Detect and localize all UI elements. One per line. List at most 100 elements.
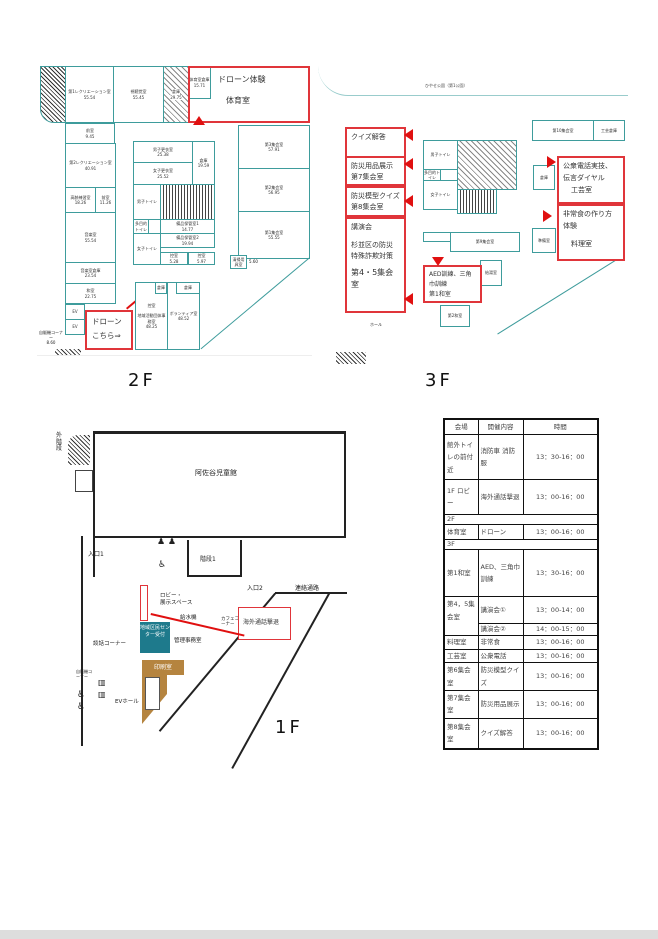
room-small	[423, 232, 451, 242]
room-label: 倉庫	[184, 285, 192, 291]
cell-content: AED、三角巾訓練	[477, 549, 524, 598]
lounge-label: 談話コーナー	[93, 641, 127, 647]
cell-venue: 料理室	[443, 635, 479, 651]
cell-time: 13：00-14：00	[522, 596, 599, 625]
divider	[37, 355, 312, 356]
box-text: AED訓練、三角	[429, 271, 472, 278]
room-label: 倉庫	[157, 285, 165, 291]
display-space-box	[140, 585, 148, 621]
box-text: 防災用品展示	[351, 162, 393, 170]
cell-content: クイズ解答	[477, 717, 524, 750]
room-label: 体育室倉庫	[189, 77, 210, 83]
room-area: 48.52	[177, 316, 190, 321]
room-label: 倉庫	[199, 157, 208, 163]
room-label: 前室	[101, 194, 110, 200]
box-disaster-goods: 防災用品展示第7集会室	[345, 156, 406, 186]
room-jidokan	[93, 431, 346, 538]
box-text: 伝言ダイヤル	[563, 173, 605, 182]
gym-room-label: 体育室	[226, 95, 250, 105]
page-bottom-bar	[0, 930, 658, 939]
cell-venue: 館外トイレの前付近	[443, 434, 479, 481]
toilet-icon: ▥▥	[98, 678, 106, 699]
box-text: 講演会	[351, 223, 372, 231]
cell-time: 13：00-16：00	[522, 689, 599, 719]
lobby-label-1: ロビー・	[160, 593, 183, 599]
room-area: 55.54	[83, 94, 96, 100]
box-text: 非常食の作り方	[563, 210, 612, 218]
elevator-1: EV	[65, 304, 85, 320]
cafe-label: カフェコーナー	[221, 617, 239, 628]
cell-venue: 第4，5集会室	[443, 596, 479, 637]
elevator-2: EV	[65, 319, 85, 335]
room-storage: 倉庫	[533, 165, 555, 190]
room-kitchen: 給湯室	[480, 260, 502, 286]
room-label: 倉庫	[172, 89, 180, 95]
room-area: 9.45	[85, 133, 95, 139]
room-cleaning: 清掃用具室	[230, 255, 247, 269]
room-prep: 準備室	[532, 228, 556, 253]
room-label: 音楽室	[84, 232, 97, 238]
box-model-quiz: 防災模型クイズ第8集会室	[345, 186, 406, 217]
box-room: 第8集会室	[351, 202, 384, 211]
room-area: 56.95	[268, 190, 280, 195]
room-label: 女子更衣室	[153, 168, 173, 174]
cell-content: 海外通話撃退	[477, 479, 524, 516]
cell-time: 13：30-16：00	[522, 549, 599, 598]
wall-diagonal	[497, 254, 625, 335]
room-label: 視聴覚室	[130, 89, 147, 95]
cell-venue: 第6集会室	[443, 662, 479, 691]
room-label: 第3集会室	[264, 141, 284, 147]
room-label: 女子トイレ	[430, 192, 451, 198]
drone-here-line1: ドローン	[92, 317, 122, 326]
room-label: 控室	[197, 253, 206, 259]
cell-venue: 第8集会室	[443, 717, 479, 750]
room-label: 地域活動団体事務室	[137, 313, 166, 324]
drone-title: ドローン体験	[218, 75, 266, 84]
box-room: 第4・5集会室	[351, 267, 394, 290]
table-section: 3F	[443, 539, 599, 551]
park-label: ひやせ公園（第1公園）	[425, 83, 468, 88]
room-label: 倉庫	[540, 174, 548, 180]
room-multi-toilet: 多目的トイレ	[133, 219, 149, 234]
room-label: 男子更衣室	[153, 146, 173, 152]
admin-office-label: 管理事務室	[174, 638, 202, 644]
arrow-left-icon	[404, 158, 413, 170]
room-label: 多目的トイレ	[135, 221, 147, 232]
room-area: 40.91	[84, 165, 97, 171]
cell-venue: 1F ロビー	[443, 479, 479, 516]
cell-content: 防災用品展示	[477, 689, 524, 719]
arrow-right-icon	[543, 210, 552, 222]
arrow-left-icon	[404, 195, 413, 207]
room-label: 第1レクリエーション室	[68, 89, 111, 95]
room-area: 5.97	[197, 258, 206, 264]
accessible-toilet-icon: ♿♿	[77, 690, 86, 712]
arrow-left-icon	[404, 129, 413, 141]
elevator	[145, 677, 160, 710]
header-time: 時間	[522, 418, 599, 436]
box-text: 防災模型クイズ	[351, 192, 400, 200]
room-label: EV	[72, 309, 78, 315]
room-area: 18.26	[74, 200, 87, 205]
box-quiz-answer: クイズ解答	[345, 127, 406, 158]
outer-stairs	[68, 435, 90, 465]
room-label: 給湯室	[485, 270, 497, 276]
box-aed: AED訓練、三角巾訓練第1和室	[423, 265, 482, 303]
cell-content: 消防車 消防服	[477, 434, 524, 481]
room-storage4: 倉庫	[176, 282, 200, 294]
wall	[275, 592, 347, 594]
room-label: 高齢練習室	[70, 194, 91, 200]
room-area: 15.71	[193, 82, 206, 88]
stairs	[336, 352, 366, 364]
elevator-shaft	[75, 470, 93, 492]
box-overseas-call: 海外通話撃退	[238, 607, 291, 640]
cell-venue: 第7集会室	[443, 689, 479, 719]
